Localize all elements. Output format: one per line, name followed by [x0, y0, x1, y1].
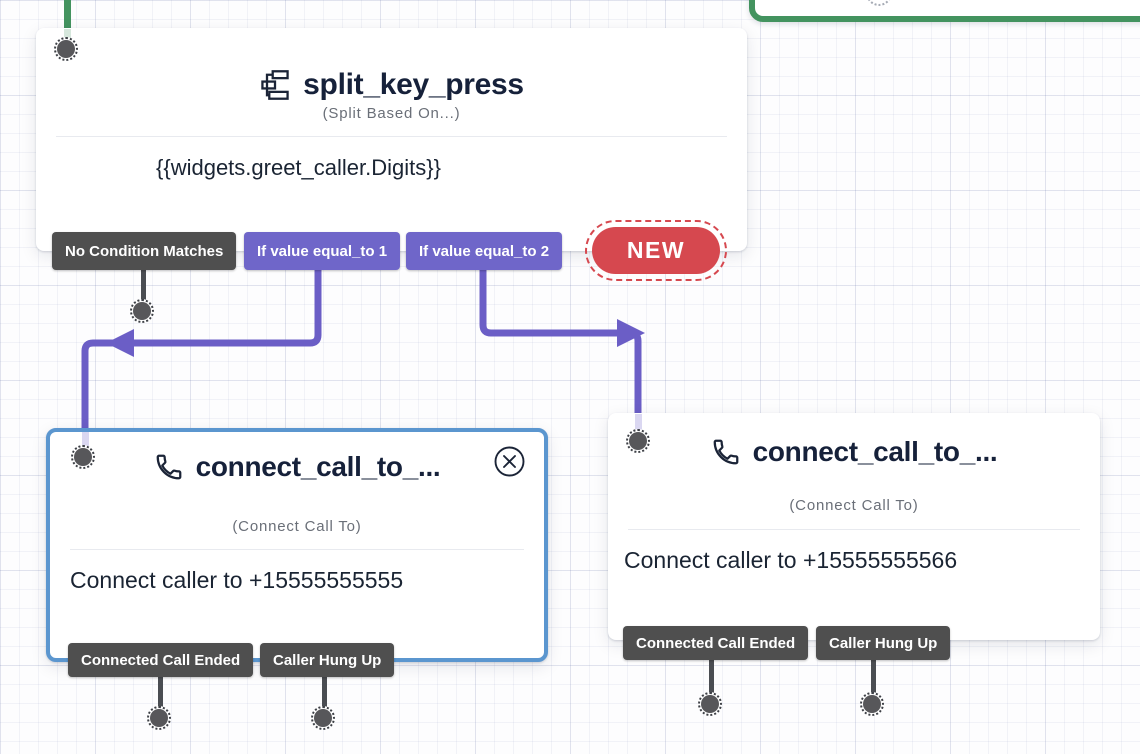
- transition-tag-caller-hung-up-left[interactable]: Caller Hung Up: [260, 643, 395, 677]
- connector-fade: [635, 414, 642, 430]
- transition-label: Caller Hung Up: [273, 651, 382, 669]
- split-icon: [261, 70, 289, 100]
- new-transition-button[interactable]: NEW: [585, 220, 727, 281]
- port-core: [133, 302, 151, 320]
- connect-widget-right-title: connect_call_to_...: [752, 436, 998, 467]
- phone-icon: [713, 439, 738, 465]
- port-core: [629, 432, 647, 450]
- split-widget-test-value: {{widgets.greet_caller.Digits}}: [156, 155, 441, 180]
- new-button-pill: NEW: [592, 227, 720, 274]
- connector-equal-to-2[interactable]: [479, 268, 642, 420]
- transition-label: Connected Call Ended: [81, 651, 241, 669]
- connector-equal-to-1[interactable]: [81, 268, 322, 438]
- transition-tag-caller-hung-up-right[interactable]: Caller Hung Up: [816, 626, 951, 660]
- transition-stem: [709, 659, 714, 695]
- port-core: [150, 709, 168, 727]
- upstream-widget-card-partial[interactable]: [749, 0, 1140, 22]
- connected-call-ended-port-right[interactable]: [698, 692, 722, 716]
- split-widget-title: split_key_press: [303, 68, 524, 101]
- transition-label: Caller Hung Up: [829, 634, 938, 652]
- transition-stem: [158, 676, 163, 708]
- transition-tag-connected-call-ended-right[interactable]: Connected Call Ended: [623, 626, 809, 660]
- caller-hung-up-port-left[interactable]: [311, 706, 335, 730]
- connected-call-ended-port-left[interactable]: [147, 706, 171, 730]
- caller-hung-up-port-right[interactable]: [860, 692, 884, 716]
- connect-widget-left-title: connect_call_to_...: [195, 451, 441, 482]
- transition-label: Connected Call Ended: [636, 634, 796, 652]
- transition-tag-no-condition-matches[interactable]: No Condition Matches: [52, 232, 237, 270]
- connect-widget-right-type-label: (Connect Call To): [789, 497, 919, 514]
- transition-label: No Condition Matches: [65, 242, 224, 260]
- port-core: [57, 40, 75, 58]
- connector-equal-to-2-arrowhead: [617, 319, 645, 347]
- connect-widget-left-body: Connect caller to +15555555555: [70, 567, 404, 593]
- port-core: [74, 448, 92, 466]
- connect-left-input-port[interactable]: [71, 445, 95, 469]
- divider: [628, 529, 1080, 530]
- split-widget-input-port[interactable]: [54, 37, 78, 61]
- split-widget-type-label: (Split Based On...): [322, 105, 461, 122]
- incoming-connector-green[interactable]: [64, 0, 71, 32]
- transition-tag-equal-to-1[interactable]: If value equal_to 1: [244, 232, 401, 270]
- connect-right-input-port[interactable]: [626, 429, 650, 453]
- port-core: [314, 709, 332, 727]
- connector-fade: [82, 432, 89, 446]
- phone-icon: [156, 454, 181, 480]
- connect-widget-right-body: Connect caller to +15555555566: [624, 547, 958, 573]
- transition-label: If value equal_to 1: [257, 242, 388, 260]
- transition-stem: [322, 676, 327, 708]
- divider: [56, 136, 727, 137]
- connect-widget-left-type-label: (Connect Call To): [232, 518, 362, 535]
- connect-widget-right-card[interactable]: connect_call_to_... (Connect Call To) Co…: [608, 413, 1100, 640]
- split-widget-card[interactable]: split_key_press (Split Based On...) {{wi…: [36, 28, 747, 251]
- connector-equal-to-1-arrowhead: [106, 329, 134, 357]
- transition-label: If value equal_to 2: [419, 242, 550, 260]
- connector-fade: [64, 29, 71, 38]
- divider: [70, 549, 524, 550]
- transition-tag-equal-to-2[interactable]: If value equal_to 2: [406, 232, 563, 270]
- no-condition-output-port[interactable]: [130, 299, 154, 323]
- port-core: [701, 695, 719, 713]
- transition-tag-connected-call-ended-left[interactable]: Connected Call Ended: [68, 643, 254, 677]
- transition-stem: [871, 659, 876, 695]
- new-button-label: NEW: [626, 237, 686, 263]
- close-icon[interactable]: [493, 445, 526, 478]
- transition-stem: [141, 270, 146, 301]
- port-core: [863, 695, 881, 713]
- connect-widget-left-card[interactable]: connect_call_to_... (Connect Call To) Co…: [46, 428, 548, 662]
